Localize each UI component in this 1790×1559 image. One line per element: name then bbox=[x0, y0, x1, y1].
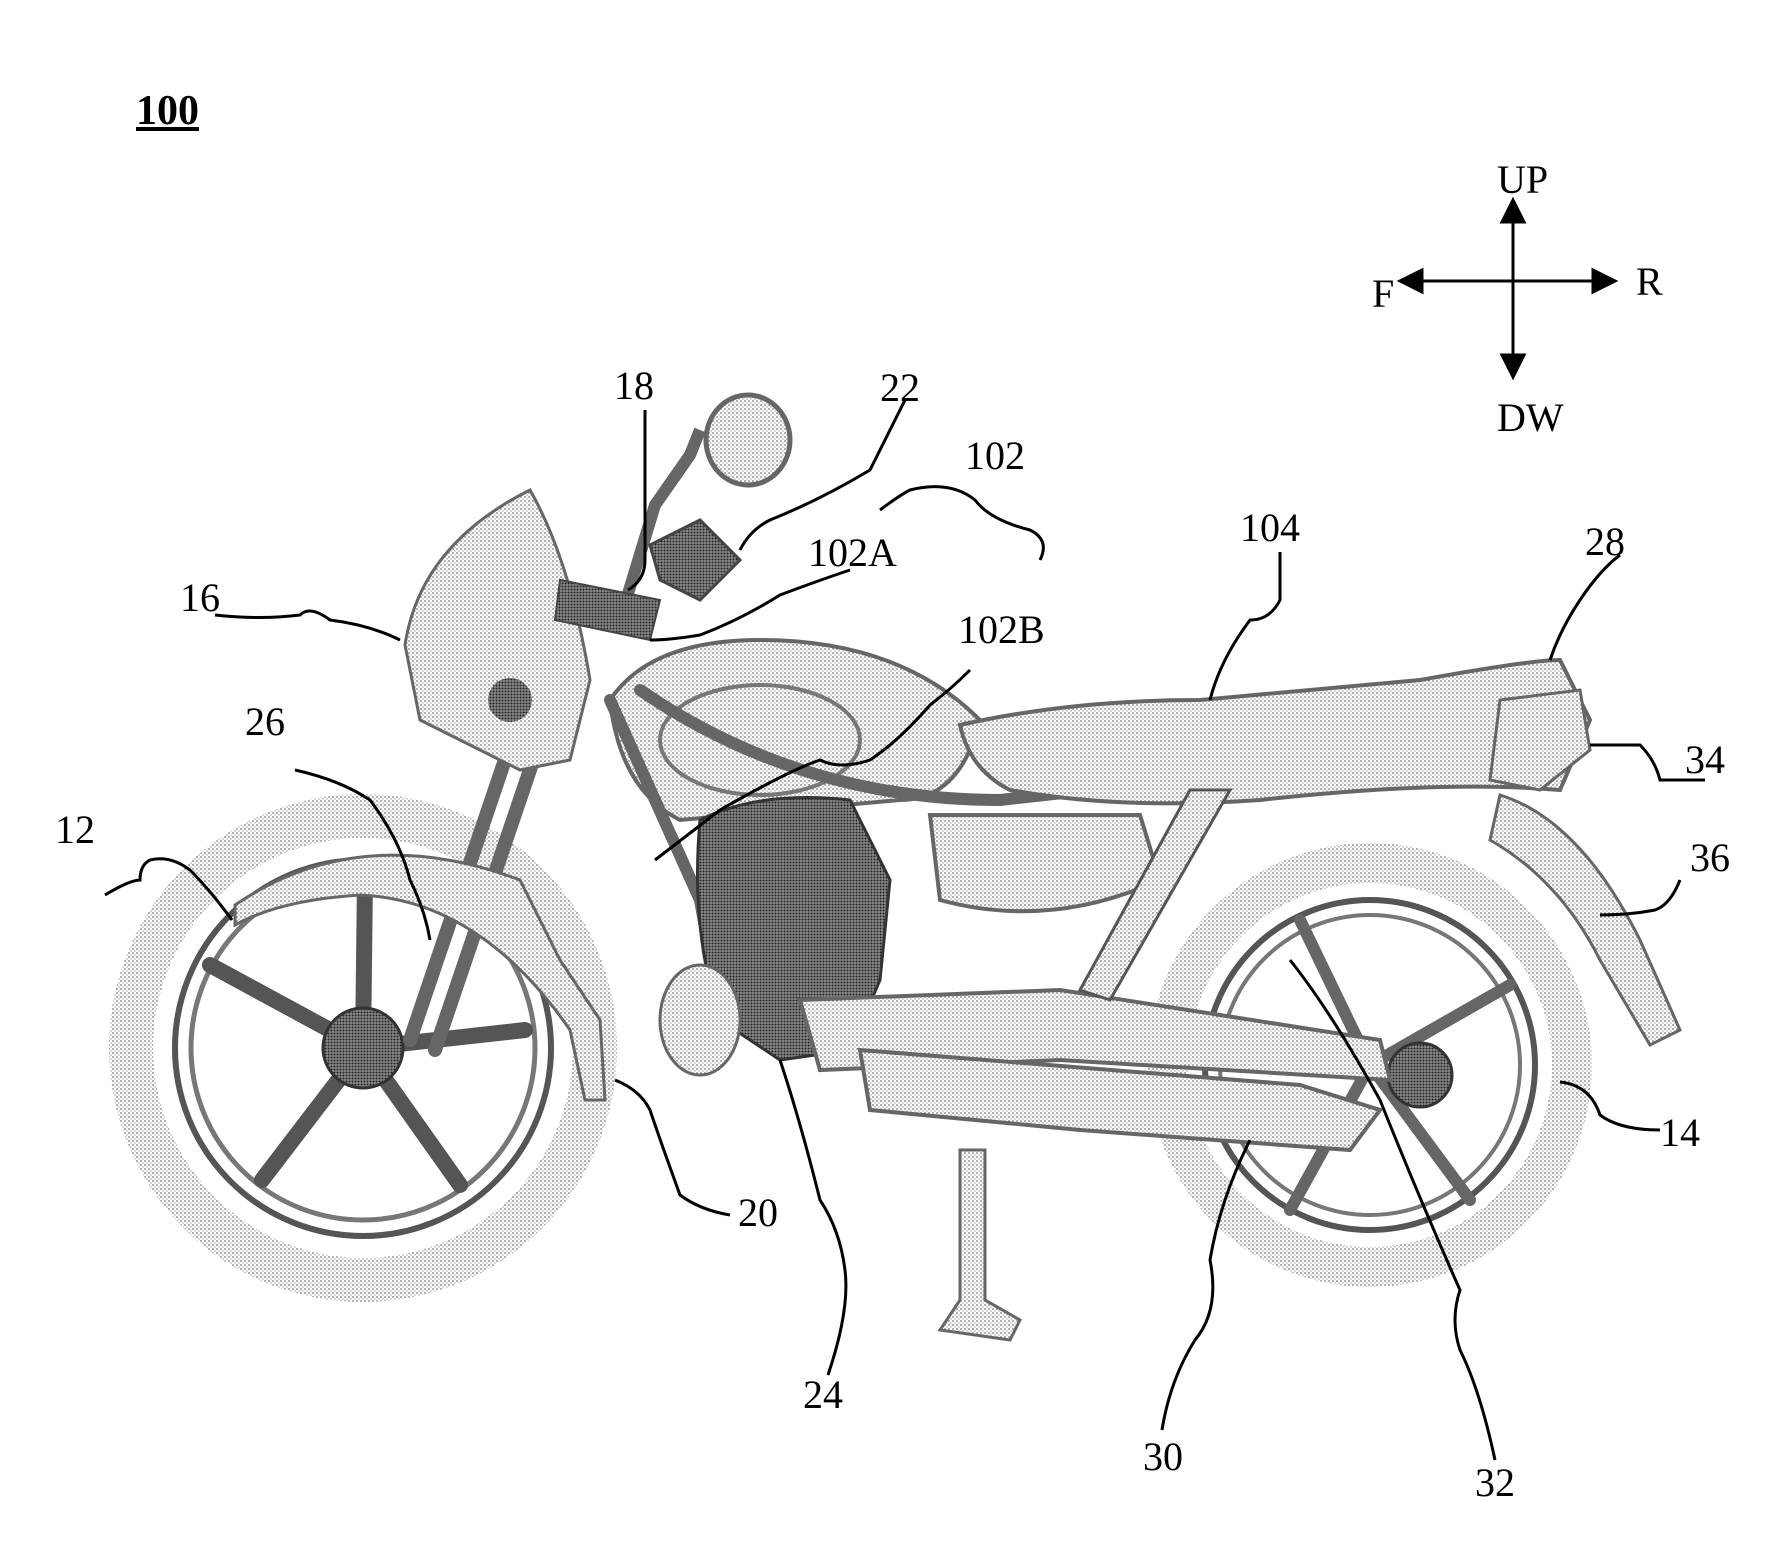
ref-label-12: 12 bbox=[55, 807, 95, 852]
ref-label-22: 22 bbox=[880, 365, 920, 410]
rear-cowl bbox=[1488, 688, 1592, 792]
ref-label-24: 24 bbox=[803, 1372, 843, 1417]
ref-label-102B: 102B bbox=[958, 607, 1045, 652]
side-stand bbox=[937, 1148, 1022, 1342]
engine bbox=[658, 796, 892, 1077]
ref-label-104: 104 bbox=[1240, 505, 1300, 550]
seat bbox=[957, 657, 1593, 806]
ref-label-28: 28 bbox=[1585, 519, 1625, 564]
side-panel bbox=[927, 813, 1163, 914]
direction-up-label: UP bbox=[1497, 157, 1549, 202]
ref-label-18: 18 bbox=[614, 363, 654, 408]
direction-front-label: F bbox=[1372, 271, 1395, 316]
ref-label-20: 20 bbox=[738, 1190, 778, 1235]
ref-label-30: 30 bbox=[1143, 1434, 1183, 1479]
ref-label-26: 26 bbox=[245, 699, 285, 744]
ref-label-16: 16 bbox=[180, 575, 220, 620]
direction-down-label: DW bbox=[1497, 395, 1564, 440]
ref-label-102A: 102A bbox=[808, 530, 897, 575]
ref-label-14: 14 bbox=[1660, 1110, 1700, 1155]
figure-number: 100 bbox=[136, 88, 199, 134]
leader-lines bbox=[104, 399, 1705, 1461]
direction-rear-label: R bbox=[1636, 259, 1663, 304]
ref-label-102: 102 bbox=[965, 433, 1025, 478]
mirror bbox=[614, 392, 793, 622]
headlamp-visor bbox=[403, 488, 592, 772]
rear-fender bbox=[1488, 793, 1682, 1047]
front-fender bbox=[233, 853, 607, 1102]
ref-label-34: 34 bbox=[1685, 737, 1725, 782]
ref-label-36: 36 bbox=[1690, 835, 1730, 880]
orientation-arrows bbox=[1396, 196, 1619, 381]
ref-label-32: 32 bbox=[1475, 1460, 1515, 1505]
rear-shock bbox=[1077, 788, 1233, 1002]
exhaust bbox=[857, 1047, 1384, 1153]
